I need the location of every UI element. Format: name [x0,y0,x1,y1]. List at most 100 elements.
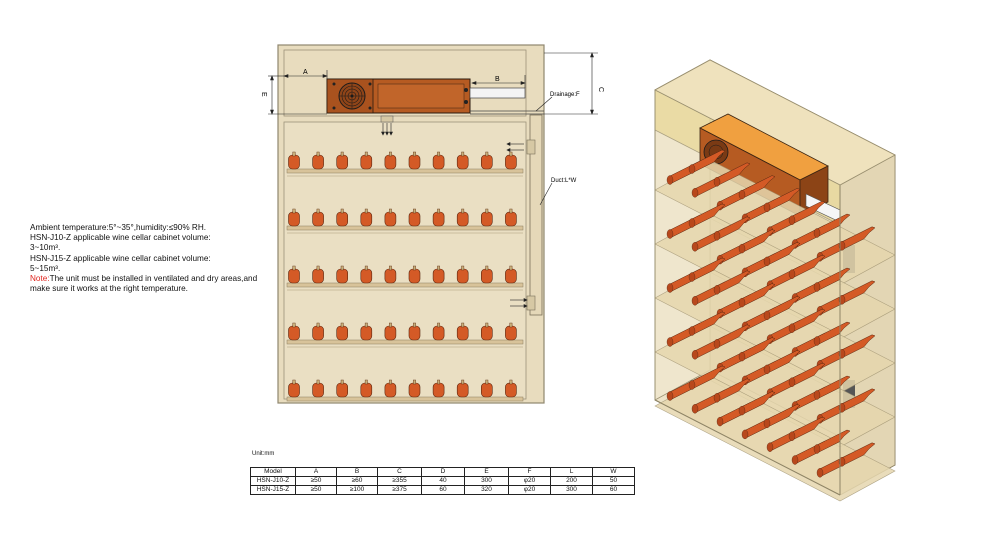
front-bottle [505,151,517,170]
front-bottle [456,322,469,341]
iso-bottle [738,337,776,362]
iso-bottle [788,200,826,225]
header-l: L [550,467,593,477]
front-bottle [288,265,300,284]
iso-bottle [688,365,726,390]
front-bottle [360,151,373,170]
table-cell: 50 [592,476,635,486]
front-bottle [336,379,349,398]
iso-bottle [713,324,751,349]
vertical-duct [529,114,543,316]
front-bottle [360,208,373,227]
front-bottle [360,379,373,398]
iso-bottle [688,149,726,174]
front-bottle [408,322,421,341]
dim-a-label: A [303,69,308,76]
front-bottle [456,151,469,170]
iso-bottle [713,378,751,403]
table-cell: ≥50 [295,476,337,486]
front-bottle [312,151,324,170]
table-cell: HSN-J15-Z [250,485,296,495]
table-cell: 320 [464,485,509,495]
front-bottle [505,208,517,227]
front-bottle [384,379,397,398]
table-cell: HSN-J10-Z [250,476,296,486]
iso-bottle [738,229,776,254]
front-bottle [480,322,493,341]
front-bottle [312,208,324,227]
front-bottle [312,379,324,398]
note-text: The unit must be installed in ventilated… [30,274,258,294]
table-cell: ≥60 [336,476,378,486]
front-bottle [432,379,445,398]
front-bottle [384,151,397,170]
drainage-label: Drainage:F [550,92,580,98]
iso-bottle [763,350,801,375]
front-bottle [456,265,469,284]
front-bottle [384,322,397,341]
table-header-row: Model A B C D E F L W [250,467,635,477]
front-bottle [505,322,517,341]
table-cell: ≥375 [377,485,422,495]
front-bottle [288,322,300,341]
front-bottle [408,151,421,170]
j15-volume-value: 5~15m³. [30,263,61,273]
front-bottle [360,265,373,284]
iso-bottle [688,257,726,282]
iso-bottle [738,175,776,200]
front-bottle [312,322,324,341]
iso-bottle [713,270,751,295]
front-bottle [480,379,493,398]
front-shelf [286,225,524,231]
table-cell: ≥100 [336,485,378,495]
iso-bottle [713,216,751,241]
iso-bottle [738,391,776,416]
table-cell: 60 [592,485,635,495]
installation-notes: Ambient temperature:5°~35°,humidity:≤90%… [30,223,275,294]
header-c: C [377,467,422,477]
dim-c-label: C [597,87,604,92]
front-shelves [286,151,524,402]
front-bottle [384,208,397,227]
front-bottle [408,379,421,398]
front-bottle [384,265,397,284]
iso-bottle [763,188,801,213]
iso-shelves [654,149,896,502]
note-paragraph: Note:The unit must be installed in venti… [30,274,275,294]
iso-bottle [838,226,876,251]
ambient-text: Ambient temperature:5°~35°,humidity:≤90%… [30,223,207,232]
iso-bottle [688,311,726,336]
front-bottle [336,322,349,341]
front-shelf [286,396,524,402]
front-bottle [432,151,445,170]
table-cell: 40 [421,476,465,486]
front-bottle [505,265,517,284]
duct-label: Duct:L*W [551,178,577,184]
front-bottle [408,265,421,284]
front-bottle [336,151,349,170]
iso-bottle [713,162,751,187]
table-cell: 200 [550,476,593,486]
table-cell: 300 [464,476,509,486]
front-bottle [408,208,421,227]
front-bottle [456,208,469,227]
iso-bottle [688,203,726,228]
dim-b-label: B [495,76,500,83]
front-bottle [432,265,445,284]
duct-outlet [469,87,526,99]
iso-bottle [763,296,801,321]
iso-bottle [788,254,826,279]
table-cell: 60 [421,485,465,495]
header-b: B [336,467,378,477]
j10-volume-text: HSN-J10-Z applicable wine cellar cabinet… [30,233,211,243]
j10-volume-value: 3~10m³. [30,243,61,253]
front-bottle [288,208,300,227]
spec-table: Model A B C D E F L W HSN-J10-Z ≥50 ≥60 … [250,467,635,495]
front-bottle [480,208,493,227]
iso-bottle [788,362,826,387]
table-cell: ≥50 [295,485,337,495]
front-bottle [480,151,493,170]
front-shelf [286,282,524,288]
